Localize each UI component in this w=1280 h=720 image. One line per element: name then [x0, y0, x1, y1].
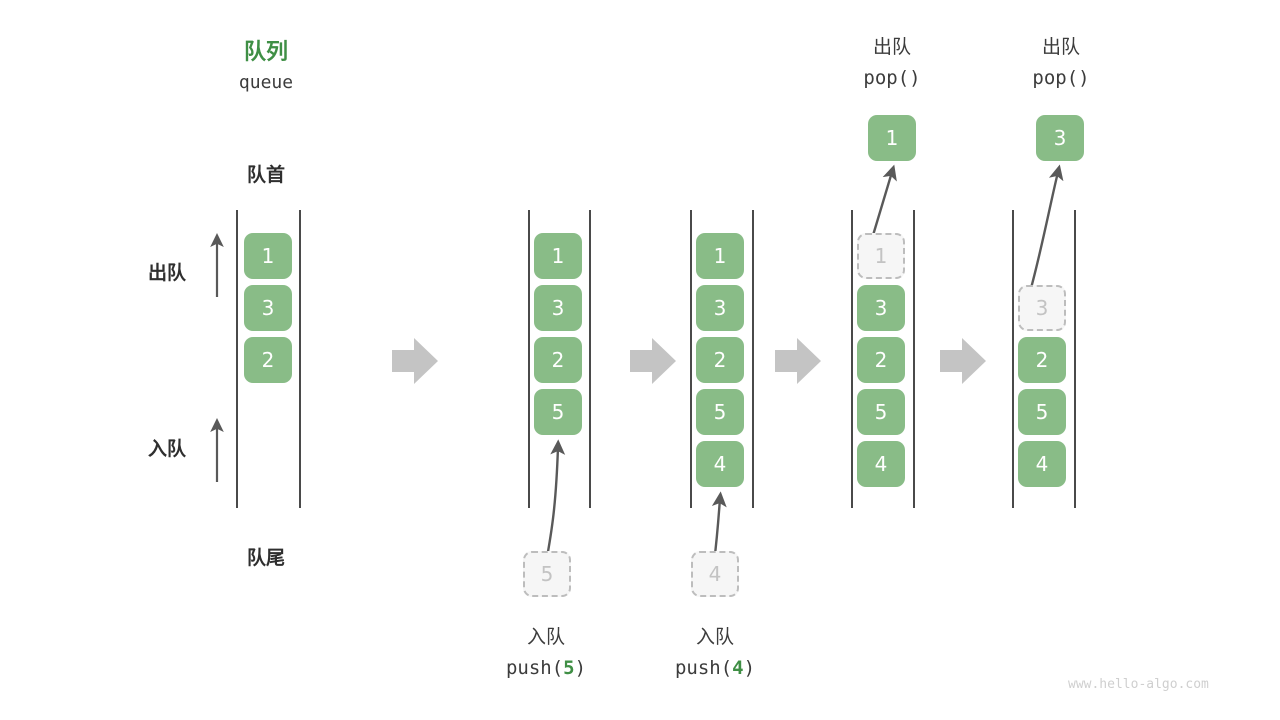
queue-cell: 3 — [696, 285, 744, 331]
queue-cell-removed: 1 — [857, 233, 905, 279]
flow-arrow — [775, 338, 821, 384]
pop-1-caption-cn: 出队 — [872, 36, 911, 58]
queue-cell: 1 — [244, 233, 292, 279]
flow-arrow — [940, 338, 986, 384]
rail-left — [528, 210, 530, 508]
dequeue-direction-label: 出队 — [148, 262, 187, 284]
push-5-caption-cn: 入队 — [526, 626, 565, 648]
queue-cell-new: 4 — [696, 441, 744, 487]
pop-1-arrow — [869, 164, 897, 243]
flow-arrow — [630, 338, 676, 384]
incoming-ghost-cell: 5 — [523, 551, 571, 597]
popped-cell: 1 — [868, 115, 916, 161]
queue-cell: 2 — [1018, 337, 1066, 383]
push-4-arg: 4 — [732, 657, 744, 679]
rail-right — [1074, 210, 1076, 508]
pop-1-caption-code: pop() — [863, 67, 921, 89]
rail-right — [299, 210, 301, 508]
queue-cell: 3 — [534, 285, 582, 331]
rail-left — [690, 210, 692, 508]
popped-cell: 3 — [1036, 115, 1084, 161]
enqueue-direction-label: 入队 — [148, 438, 187, 460]
queue-cell: 5 — [696, 389, 744, 435]
pop-3-arrow — [1028, 164, 1064, 293]
diagram-title-code: queue — [238, 72, 294, 93]
push-4-caption-code: push(4) — [674, 657, 756, 679]
push-4-caption-cn: 入队 — [695, 626, 734, 648]
rail-left — [1012, 210, 1014, 508]
queue-cell-removed: 3 — [1018, 285, 1066, 331]
queue-cell: 5 — [1018, 389, 1066, 435]
queue-cell: 4 — [857, 441, 905, 487]
queue-cell: 2 — [857, 337, 905, 383]
queue-cell-new: 5 — [534, 389, 582, 435]
queue-cell: 3 — [244, 285, 292, 331]
queue-cell: 2 — [244, 337, 292, 383]
queue-cell: 1 — [696, 233, 744, 279]
queue-cell: 2 — [696, 337, 744, 383]
rail-right — [752, 210, 754, 508]
rail-left — [236, 210, 238, 508]
rail-right — [913, 210, 915, 508]
rail-left — [851, 210, 853, 508]
push-5-caption-code: push(5) — [505, 657, 587, 679]
incoming-ghost-cell: 4 — [691, 551, 739, 597]
queue-cell: 5 — [857, 389, 905, 435]
diagram-title-cn: 队列 — [243, 40, 288, 65]
queue-cell: 3 — [857, 285, 905, 331]
pop-3-caption-code: pop() — [1032, 67, 1090, 89]
pop-3-caption-cn: 出队 — [1041, 36, 1080, 58]
flow-arrow — [392, 338, 438, 384]
front-label: 队首 — [246, 164, 285, 186]
rail-right — [589, 210, 591, 508]
queue-cell: 1 — [534, 233, 582, 279]
rear-label: 队尾 — [246, 547, 285, 569]
push-5-arrow — [544, 439, 566, 564]
queue-cell: 4 — [1018, 441, 1066, 487]
watermark: www.hello-algo.com — [1068, 677, 1209, 692]
push-5-arg: 5 — [563, 657, 575, 679]
queue-cell: 2 — [534, 337, 582, 383]
